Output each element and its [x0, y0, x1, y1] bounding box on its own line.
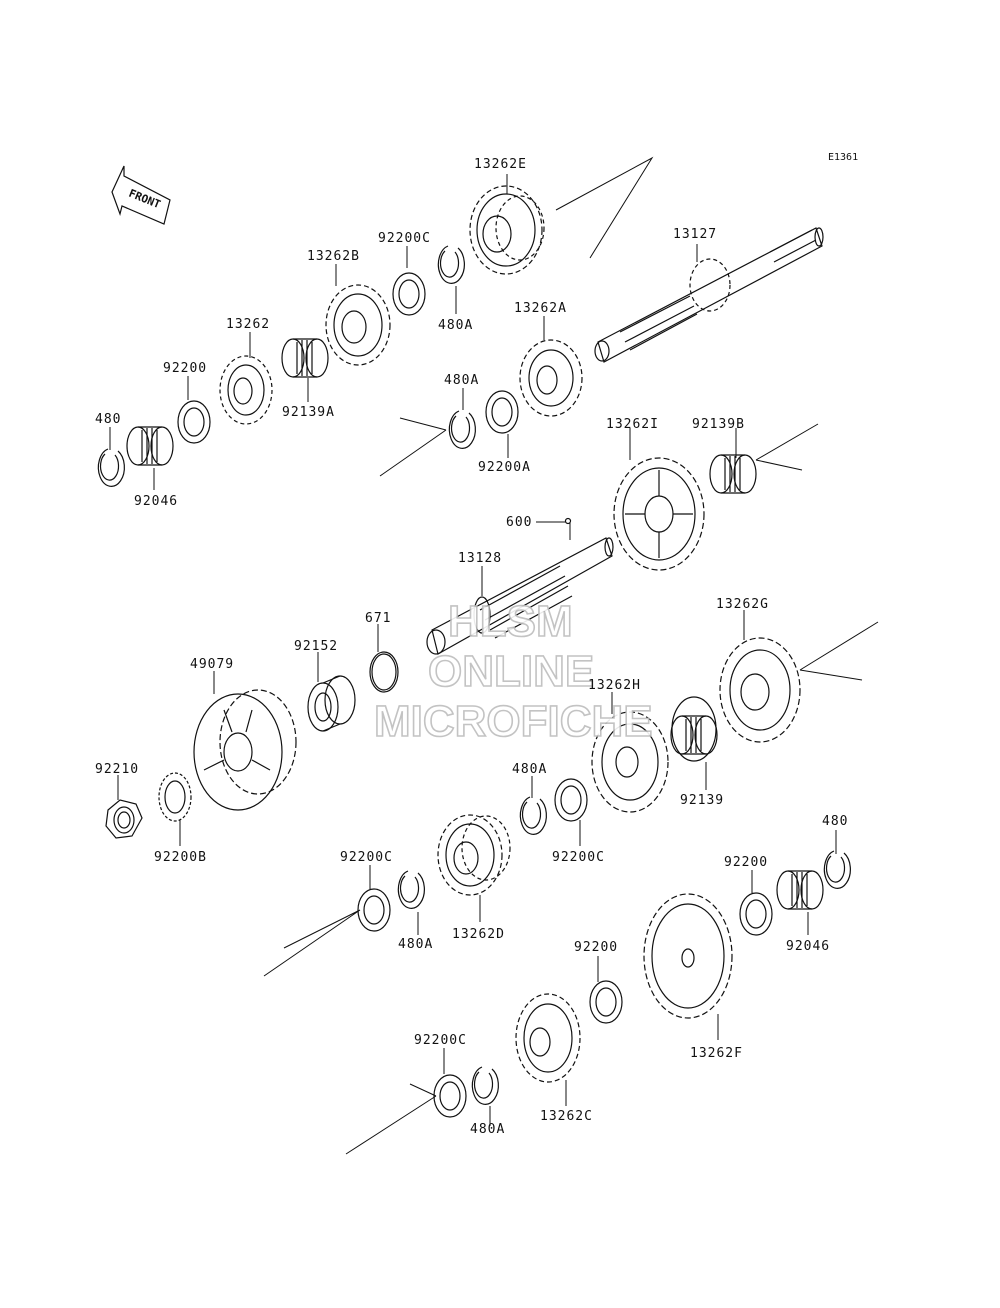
gear-13262D: [437, 814, 511, 896]
front-label: FRONT: [127, 187, 163, 212]
washer-92200C-upper: [392, 272, 426, 316]
circlip-480A-upper: [437, 245, 465, 284]
front-arrow: FRONT: [111, 165, 171, 225]
guide-line: [263, 909, 361, 977]
label-480A: 480A: [398, 937, 433, 952]
label-480A: 480A: [470, 1122, 505, 1137]
label-92200A: 92200A: [478, 460, 531, 475]
label-13262I: 13262I: [606, 417, 659, 432]
circlip-480-right: [823, 850, 851, 889]
label-600: 600: [506, 515, 532, 530]
guide-line: [379, 417, 447, 477]
label-92200C: 92200C: [340, 850, 393, 865]
washer-92200A: [485, 390, 519, 434]
washer-92200C-lower-left: [357, 888, 391, 932]
watermark-line3: MICROFICHE: [374, 697, 653, 746]
gear-13262H: [591, 711, 669, 813]
washer-92200: [177, 400, 211, 444]
gear-13262I: [613, 457, 705, 571]
label-13262B: 13262B: [307, 249, 360, 264]
guide-line: [345, 1083, 437, 1155]
label-92200C: 92200C: [414, 1033, 467, 1048]
label-92152: 92152: [294, 639, 338, 654]
bearing-92139: [670, 696, 718, 762]
guide-line: [755, 423, 819, 471]
circlip-480: [97, 448, 125, 487]
circlip-480A-lower: [519, 796, 547, 835]
washer-92200-lower: [589, 980, 623, 1024]
label-13262D: 13262D: [452, 927, 505, 942]
label-13262A: 13262A: [514, 301, 567, 316]
gear-13262B: [325, 284, 391, 366]
label-671: 671: [365, 611, 391, 626]
washer-92200B: [158, 772, 192, 822]
gear-13262G: [719, 637, 801, 743]
collar-92152: [307, 675, 356, 732]
diagram-code: E1361: [828, 152, 858, 163]
label-13262G: 13262G: [716, 597, 769, 612]
label-13262C: 13262C: [540, 1109, 593, 1124]
circlip-480A-bottom: [471, 1066, 499, 1105]
pin-600: [536, 517, 572, 540]
label-92200C: 92200C: [378, 231, 431, 246]
watermark-line2: ONLINE: [428, 647, 594, 696]
label-92200: 92200: [163, 361, 207, 376]
label-92046: 92046: [786, 939, 830, 954]
bearing-92046-right: [776, 870, 824, 910]
label-92139B: 92139B: [692, 417, 745, 432]
label-13262: 13262: [226, 317, 270, 332]
washer-92200C-bottom: [433, 1074, 467, 1118]
label-13262F: 13262F: [690, 1046, 743, 1061]
label-92139A: 92139A: [282, 405, 335, 420]
label-480: 480: [822, 814, 848, 829]
label-92200B: 92200B: [154, 850, 207, 865]
washer-92200C-middle: [554, 778, 588, 822]
label-13127: 13127: [673, 227, 717, 242]
gear-13262: [219, 355, 273, 425]
label-13128: 13128: [458, 551, 502, 566]
shaft-13127: [594, 227, 824, 363]
gear-13262E: [469, 185, 545, 275]
label-92139: 92139: [680, 793, 724, 808]
washer-92200-right: [739, 892, 773, 936]
label-480A: 480A: [512, 762, 547, 777]
label-92210: 92210: [95, 762, 139, 777]
circlip-480A-lower-left: [397, 870, 425, 909]
circlip-480A-mid: [448, 410, 476, 449]
label-13262H: 13262H: [588, 678, 641, 693]
label-92046: 92046: [134, 494, 178, 509]
sprocket-49079: [193, 689, 297, 811]
nut-92210: [105, 799, 143, 839]
label-92200C: 92200C: [552, 850, 605, 865]
label-480A: 480A: [438, 318, 473, 333]
gear-13262A: [519, 339, 583, 417]
label-92200: 92200: [574, 940, 618, 955]
guide-line: [799, 621, 879, 681]
bearing-92139B: [709, 454, 757, 494]
label-92200: 92200: [724, 855, 768, 870]
bearing-92139A: [281, 338, 329, 378]
gear-13262F: [643, 893, 733, 1019]
label-480A: 480A: [444, 373, 479, 388]
label-49079: 49079: [190, 657, 234, 672]
shaft-13128: [426, 537, 614, 655]
gear-13262C: [515, 993, 581, 1083]
bearing-92046: [126, 426, 174, 466]
guide-line: [555, 156, 654, 259]
label-480: 480: [95, 412, 121, 427]
watermark: HLSM ONLINE MICROFICHE: [373, 596, 653, 747]
watermark-line1: HLSM: [448, 597, 573, 646]
label-13262E: 13262E: [474, 157, 527, 172]
o-ring-671: [369, 651, 399, 693]
